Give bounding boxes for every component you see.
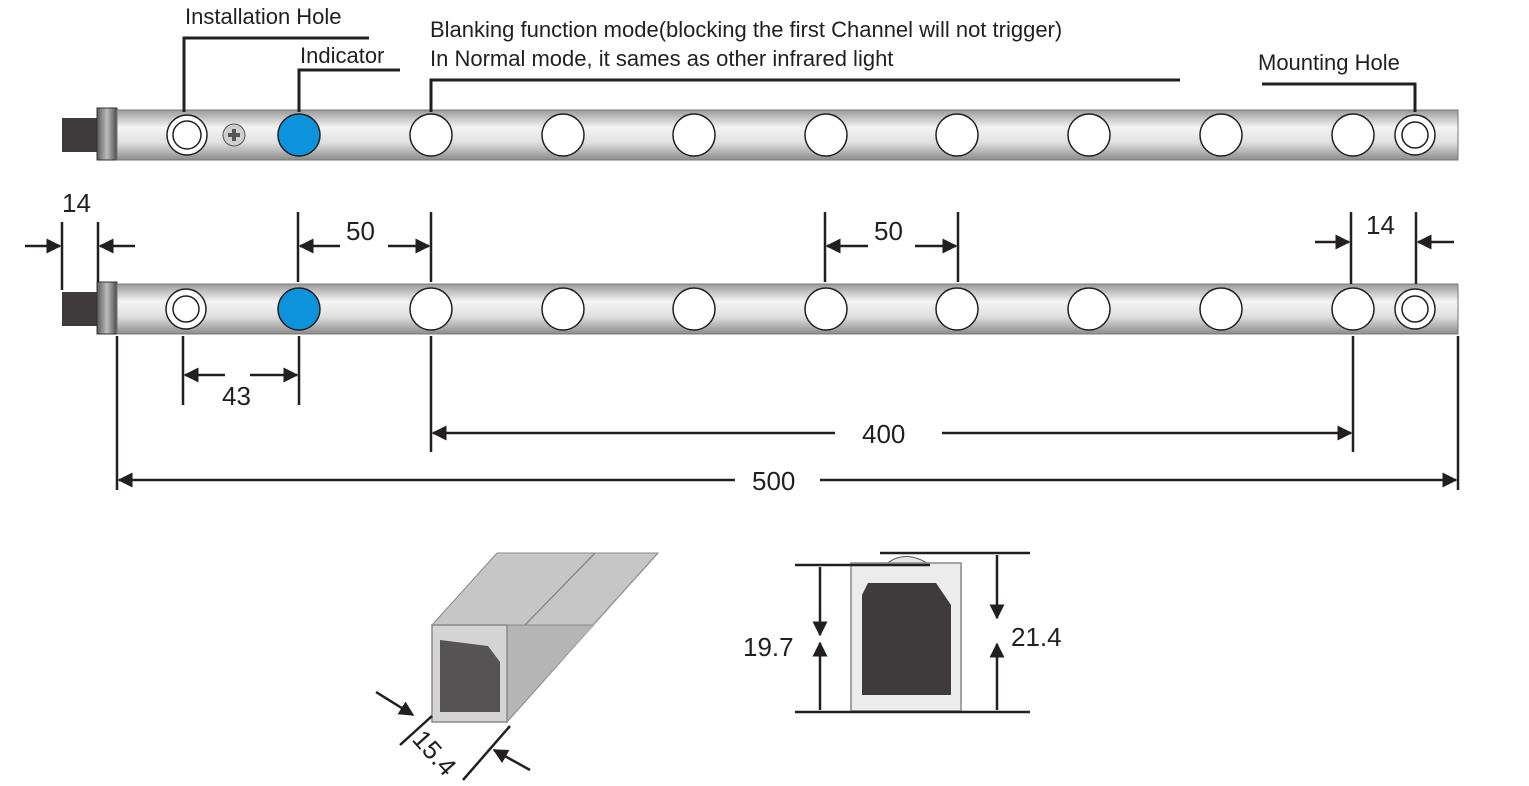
leader-lines [182,36,1417,112]
profile-3d-view [430,552,660,724]
channel-led [409,113,453,157]
indicator-led [277,113,321,157]
channel-led [935,287,979,331]
cross-section-view [795,551,1030,714]
section-core [862,583,951,695]
dim-inner-height: 19.7 [743,632,794,662]
channel-led [672,287,716,331]
label-normal-mode: In Normal mode, it sames as other infrar… [430,46,893,71]
label-mounting-hole: Mounting Hole [1258,50,1400,75]
channel-led [1067,113,1111,157]
dim-total-length: 500 [752,466,795,496]
dim-channel-span: 400 [862,419,905,449]
channel-led [672,113,716,157]
channel-led [1067,287,1111,331]
screw-icon [222,123,246,147]
end-cap [96,281,118,335]
channel-led [1199,113,1243,157]
mounting-hole [1394,114,1436,156]
label-blanking-mode: Blanking function mode(blocking the firs… [430,17,1062,42]
dim-right-end: 14 [1366,210,1395,240]
top-sensor-bar [62,107,1459,161]
installation-hole [165,288,207,330]
label-installation-hole: Installation Hole [185,4,342,29]
end-cap [96,107,118,161]
connector-plug [62,292,98,326]
channel-led [409,287,453,331]
dim-indicator-to-first: 50 [346,216,375,246]
dim-hole-to-indicator: 43 [222,381,251,411]
indicator-led [277,287,321,331]
channel-led [541,113,585,157]
dim-left-end: 14 [62,188,91,218]
channel-led [804,287,848,331]
channel-led [804,113,848,157]
dim-pitch: 50 [874,216,903,246]
channel-led [935,113,979,157]
dim-outer-height: 21.4 [1011,622,1062,652]
mounting-hole [1394,288,1436,330]
channel-led [1199,287,1243,331]
bottom-sensor-bar [62,281,1459,335]
channel-led [1331,113,1375,157]
profile-window [440,640,500,712]
connector-plug [62,118,98,152]
channel-leds-top [409,113,1375,157]
channel-led [541,287,585,331]
channel-led [1331,287,1375,331]
installation-hole [166,114,208,156]
label-indicator: Indicator [300,43,384,68]
channel-leds-bottom [409,287,1375,331]
dimension-lines [25,212,1460,490]
height-dimensions [812,555,1005,710]
profile-width-dimension [375,690,531,781]
